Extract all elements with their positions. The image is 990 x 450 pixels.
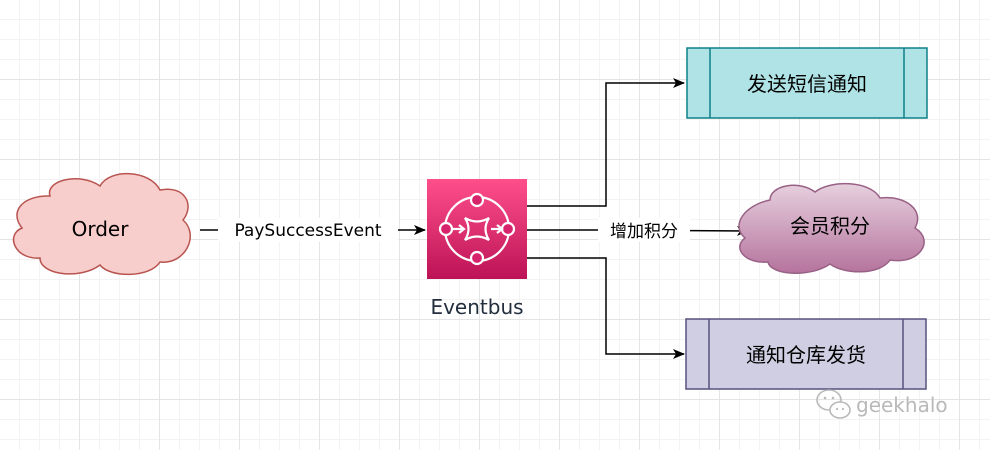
node-warehouse-label: 通知仓库发货 — [746, 343, 866, 367]
edge-add-points: 增加积分 — [527, 218, 749, 242]
node-points[interactable]: 会员积分 — [738, 182, 925, 274]
wechat-icon — [816, 389, 851, 419]
node-order[interactable]: Order — [12, 173, 191, 276]
edge-label-add-points: 增加积分 — [610, 222, 678, 242]
watermark: geekhalo — [816, 389, 948, 419]
node-warehouse[interactable]: 通知仓库发货 — [685, 318, 927, 390]
node-sms[interactable]: 发送短信通知 — [686, 47, 928, 119]
node-sms-label: 发送短信通知 — [747, 72, 867, 96]
node-eventbus[interactable]: Eventbus — [427, 179, 527, 319]
edge-label-pay-success-event: PaySuccessEvent — [234, 221, 381, 241]
eventbridge-bus-icon — [438, 192, 516, 266]
watermark-text: geekhalo — [856, 393, 948, 417]
node-eventbus-label: Eventbus — [430, 295, 523, 319]
node-order-label: Order — [72, 217, 130, 241]
node-points-label: 会员积分 — [790, 214, 870, 238]
edge-to-sms — [527, 78, 685, 207]
edge-to-warehouse — [527, 257, 685, 359]
edge-pay-success-event: PaySuccessEvent — [200, 218, 426, 242]
